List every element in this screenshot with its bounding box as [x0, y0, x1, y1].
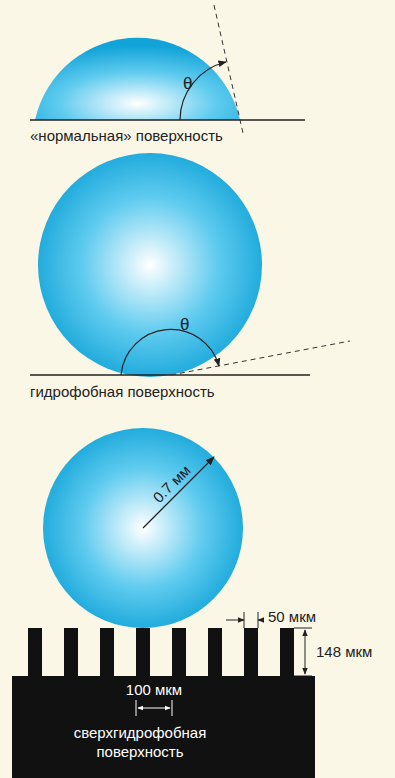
- dimension-label: 50 мкм: [268, 608, 316, 626]
- surface-line: [30, 119, 305, 121]
- dimension-arrow: [305, 630, 306, 674]
- pillars: [28, 628, 294, 678]
- angle-arc: [121, 329, 219, 375]
- tangent-line: [171, 341, 350, 375]
- radius-line: [143, 457, 214, 528]
- pillar: [100, 628, 114, 678]
- pillar: [28, 628, 42, 678]
- surface-label: сверхгидрофобная поверхность: [65, 723, 215, 761]
- water-drop: [38, 153, 262, 377]
- angle-arc: [180, 62, 226, 120]
- water-drop: [43, 428, 243, 628]
- dimension-arrow: [226, 620, 244, 621]
- dimension-tick: [294, 628, 312, 629]
- pillar: [64, 628, 78, 678]
- water-drop: [35, 38, 240, 120]
- dimension-label: 148 мкм: [316, 643, 372, 661]
- pillar: [208, 628, 222, 678]
- angle-symbol: θ: [183, 75, 192, 93]
- surface-label: гидрофобная поверхность: [30, 383, 215, 401]
- pillar: [136, 628, 150, 678]
- surface-line: [30, 374, 310, 376]
- angle-symbol: θ: [180, 316, 189, 334]
- dimension-arrow: [258, 620, 264, 621]
- pillar: [280, 628, 294, 678]
- dimension-label: 100 мкм: [126, 680, 182, 699]
- surface-label: «нормальная» поверхность: [30, 127, 223, 145]
- substrate-base: 100 мкм сверхгидрофобная поверхность: [12, 676, 315, 778]
- tangent-line: [214, 5, 243, 133]
- pillar: [244, 628, 258, 678]
- pillar: [172, 628, 186, 678]
